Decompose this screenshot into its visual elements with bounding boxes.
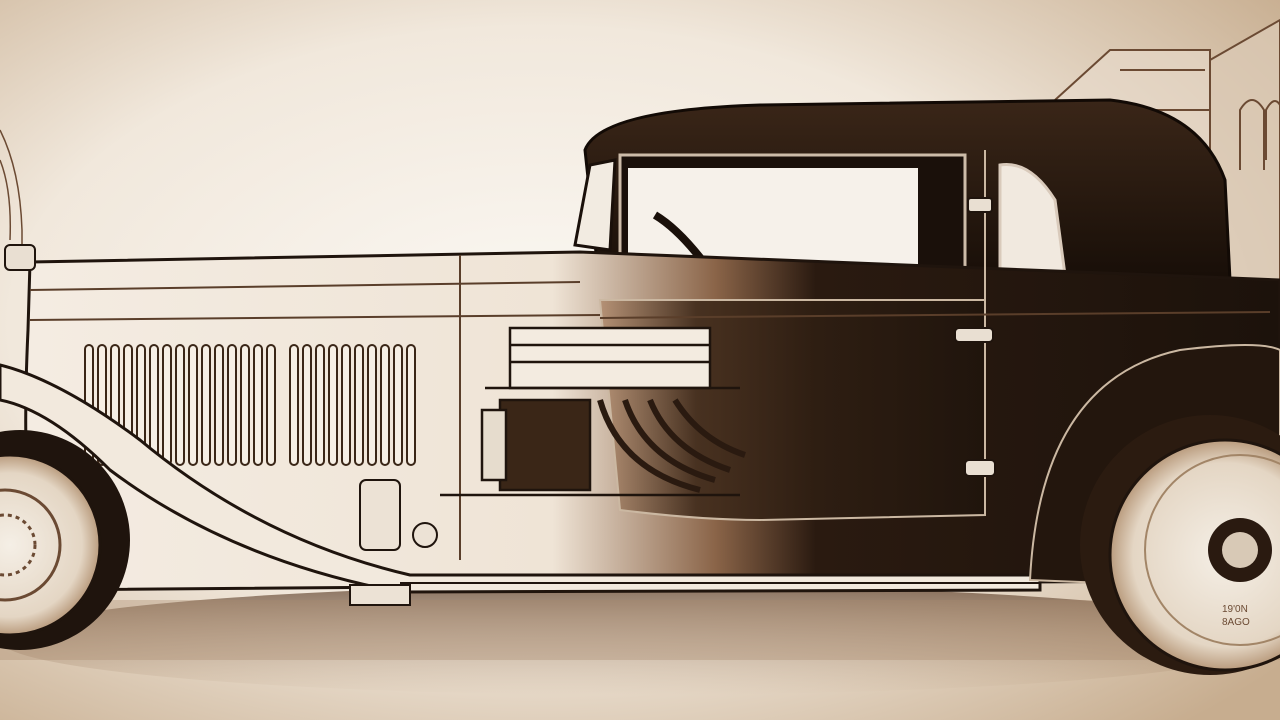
rear-wheel: 19'0N 8AGO <box>1080 415 1280 675</box>
door-hinge-lower <box>964 459 996 477</box>
tire-marking-2: 8AGO <box>1222 617 1250 628</box>
hood-vents-rear <box>289 344 416 466</box>
ground-shadow <box>0 585 1280 695</box>
ground-band <box>0 600 1280 660</box>
front-wheel <box>0 430 130 650</box>
rear-window <box>998 162 1067 277</box>
tire-marking-1: 19'0N <box>1222 604 1248 615</box>
door-handle <box>954 327 994 343</box>
side-window <box>628 168 918 270</box>
tree <box>0 129 23 250</box>
chassis-detail <box>349 479 438 606</box>
door-hinge-upper <box>967 197 993 213</box>
engine <box>440 326 746 497</box>
windshield <box>573 158 617 252</box>
front-lamp <box>4 244 36 271</box>
hood-lines <box>29 255 1271 560</box>
